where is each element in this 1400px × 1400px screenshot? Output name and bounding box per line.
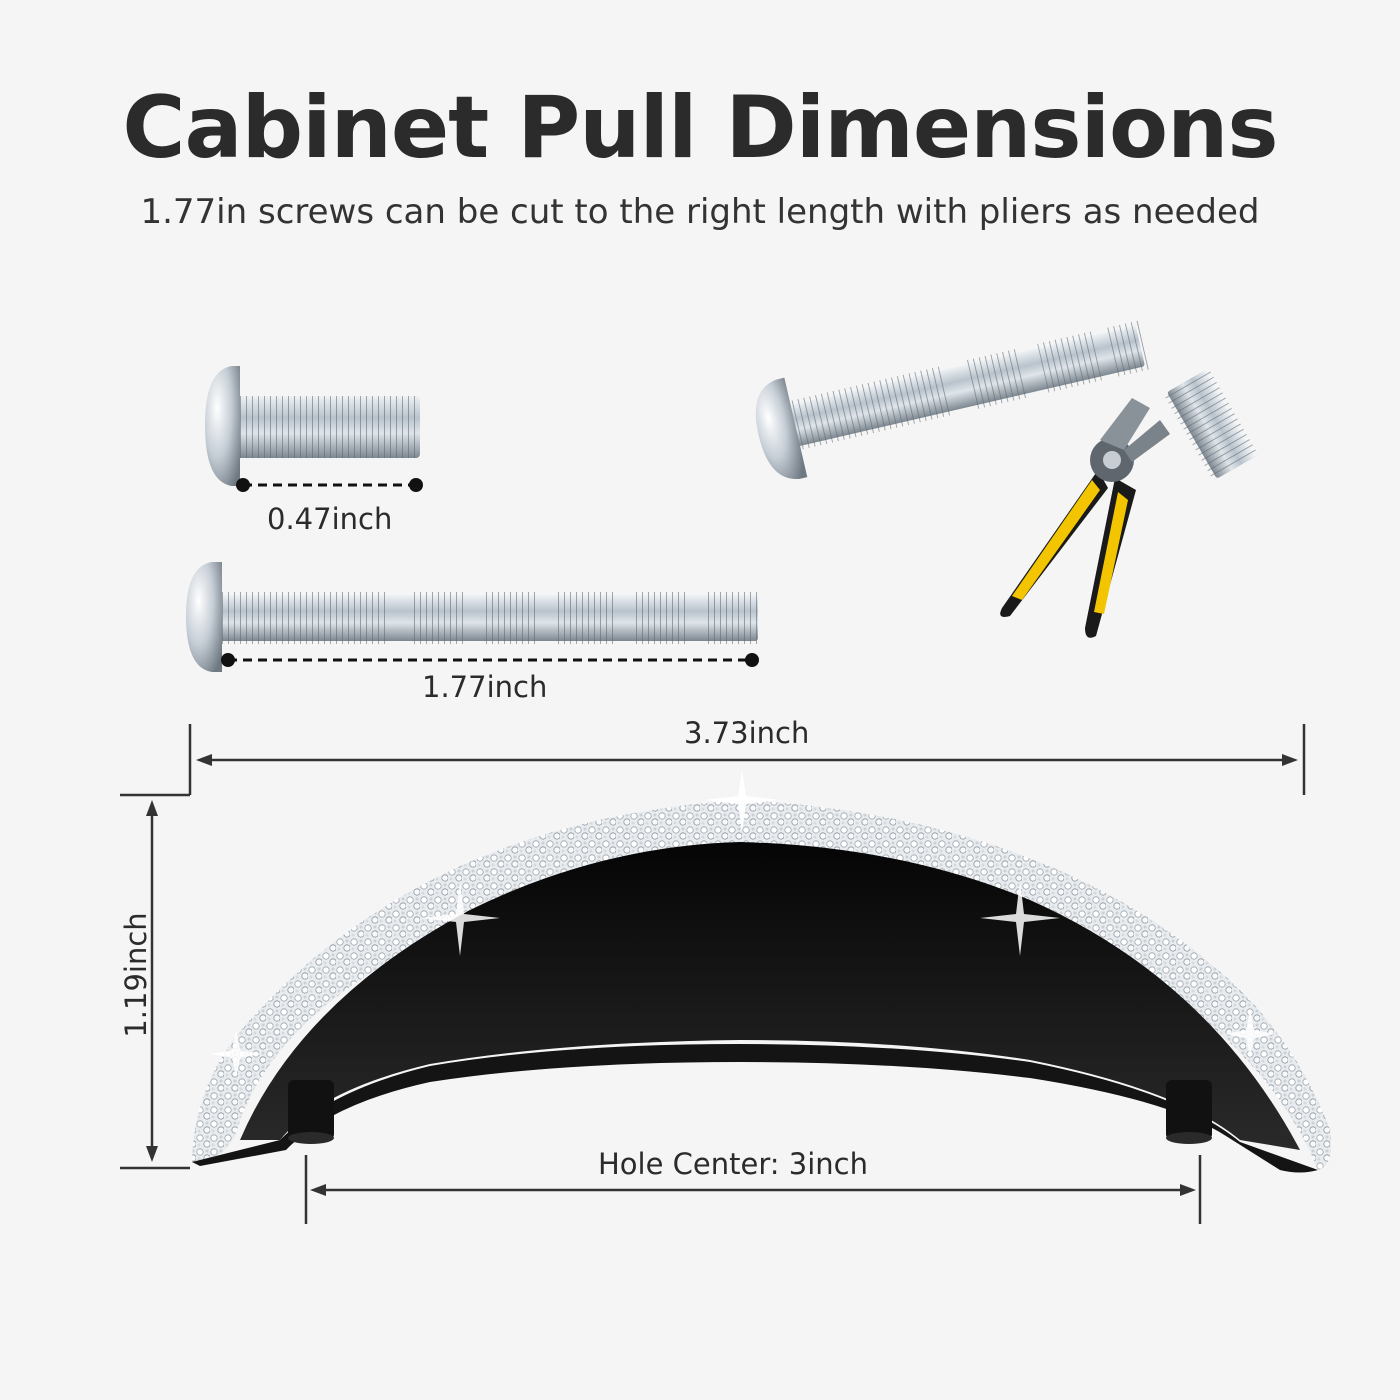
hole-center-label: Hole Center: 3inch (598, 1147, 868, 1181)
pliers-icon (1000, 398, 1170, 638)
short-screw-length-label: 0.47inch (267, 502, 393, 536)
cut-screw-piece (1163, 368, 1259, 481)
long-screw (186, 562, 758, 672)
short-screw-dimension-line (236, 478, 423, 492)
sparkle-icon (210, 770, 1276, 1078)
cut-screw (755, 320, 1150, 479)
long-screw-length-label: 1.77inch (422, 670, 548, 704)
cabinet-pull (192, 800, 1332, 1173)
hole-center-dimension (304, 1155, 1202, 1224)
pull-height-label: 1.19inch (119, 912, 153, 1038)
page-title: Cabinet Pull Dimensions (122, 78, 1278, 178)
long-screw-dimension-line (221, 653, 759, 667)
pull-length-dimension (120, 724, 1306, 797)
page-subtitle: 1.77in screws can be cut to the right le… (140, 192, 1260, 232)
short-screw (205, 366, 420, 486)
pull-length-label: 3.73inch (684, 716, 810, 750)
pull-height-dimension (120, 800, 190, 1170)
